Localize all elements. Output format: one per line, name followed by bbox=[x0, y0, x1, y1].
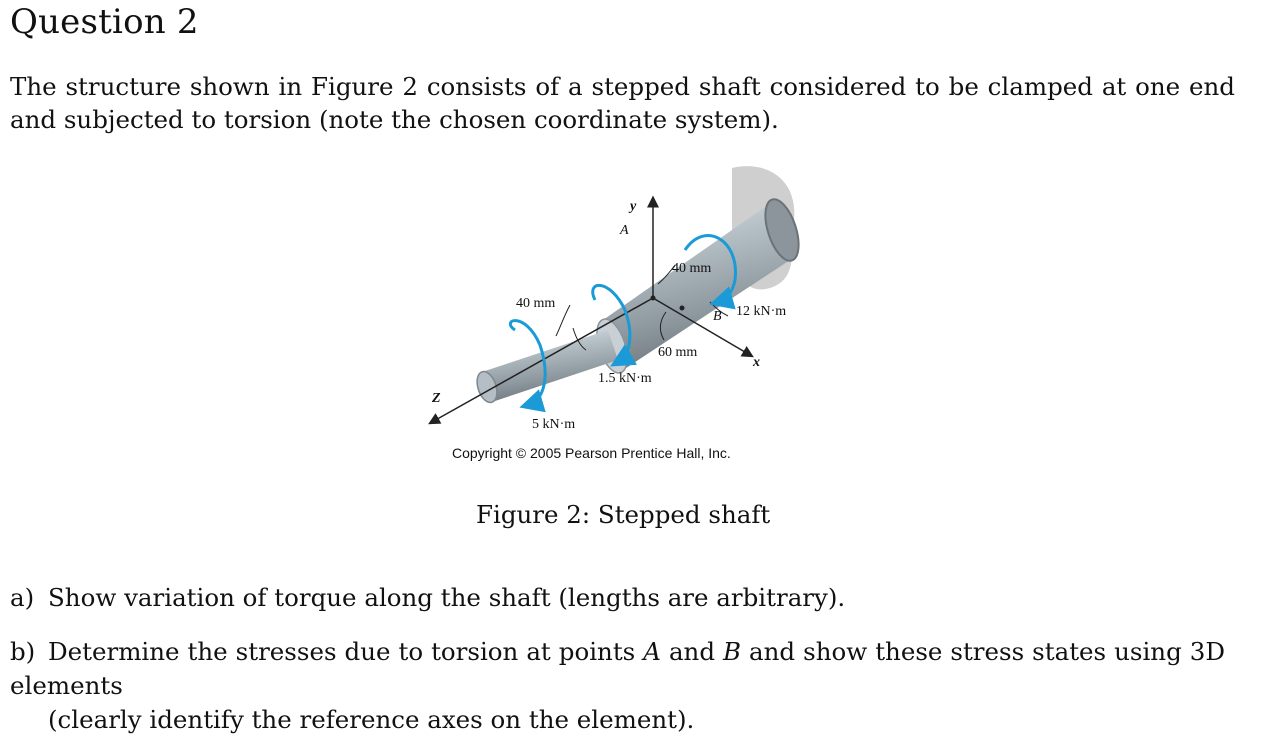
axis-z-label: Z bbox=[431, 391, 441, 406]
item-b-line1: b) Determine the stresses due to torsion … bbox=[10, 635, 1225, 703]
question-intro: The structure shown in Figure 2 consists… bbox=[10, 72, 1235, 134]
item-a-marker: a) bbox=[10, 583, 35, 612]
question-heading: Question 2 bbox=[10, 2, 199, 42]
item-b: b) Determine the stresses due to torsion … bbox=[10, 635, 1225, 737]
torque-12-label: 12 kN·m bbox=[736, 304, 786, 319]
torque-5-label: 5 kN·m bbox=[532, 417, 575, 432]
stepped-shaft-figure: y A 40 mm 40 mm B 12 kN·m 60 mm x 1.5 kN… bbox=[420, 160, 800, 475]
item-b-marker: b) bbox=[10, 637, 36, 666]
figure-copyright: Copyright © 2005 Pearson Prentice Hall, … bbox=[452, 445, 731, 461]
item-a: a) Show variation of torque along the sha… bbox=[10, 581, 845, 615]
item-b-text-post: and show these stress states using 3D el… bbox=[10, 637, 1225, 700]
item-b-and: and bbox=[660, 637, 724, 666]
item-b-line2: (clearly identify the reference axes on … bbox=[48, 705, 695, 734]
torque-arrow-12 bbox=[683, 234, 737, 310]
item-b-point-b: B bbox=[723, 637, 742, 666]
torque-1-5-label: 1.5 kN·m bbox=[598, 371, 652, 386]
x-axis bbox=[652, 297, 754, 358]
item-b-point-a: A bbox=[643, 637, 661, 666]
item-a-text: Show variation of torque along the shaft… bbox=[48, 583, 846, 612]
item-b-text-pre: Determine the stresses due to torsion at… bbox=[48, 637, 644, 666]
dim-40mm-left: 40 mm bbox=[516, 296, 555, 311]
torque-arrow-1-5 bbox=[591, 284, 638, 367]
torque-arrow-5 bbox=[508, 319, 547, 413]
figure-caption: Figure 2: Stepped shaft bbox=[476, 500, 771, 529]
axis-x-label: x bbox=[752, 355, 760, 370]
point-a-label: A bbox=[619, 223, 629, 238]
axis-y-label: y bbox=[628, 199, 637, 214]
dim-40mm-upper: 40 mm bbox=[672, 261, 711, 276]
dim-60mm: 60 mm bbox=[658, 345, 697, 360]
stepped-shaft-illustration: y A 40 mm 40 mm B 12 kN·m 60 mm x 1.5 kN… bbox=[428, 166, 800, 461]
point-b-label: B bbox=[713, 309, 722, 324]
